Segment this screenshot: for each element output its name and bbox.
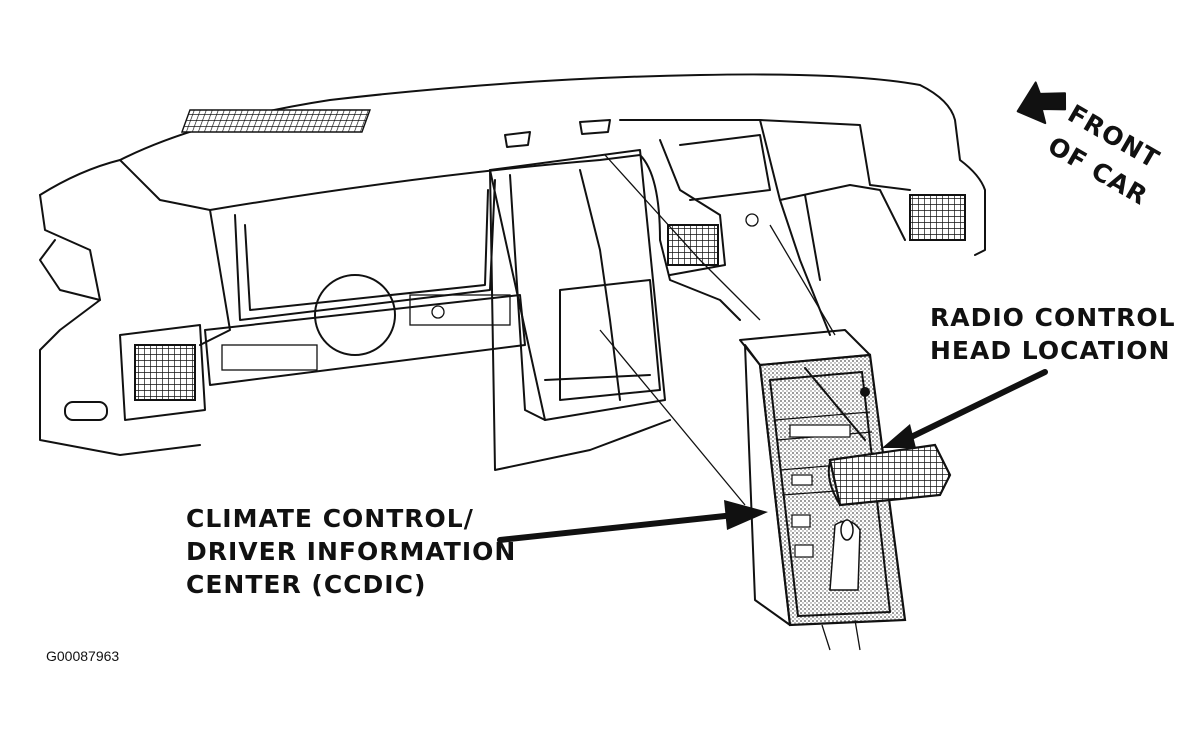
top-clip-right [579, 119, 611, 135]
ccdic-callout-line1: CLIMATE CONTROL/ [186, 504, 474, 533]
radio-callout-line1: RADIO CONTROL [930, 303, 1176, 332]
ccdic-callout-arrow [497, 500, 768, 543]
right-switch-panel [409, 294, 511, 326]
defrost-grille [180, 109, 371, 133]
center-air-vent [667, 224, 719, 266]
radio-callout-line2: HEAD LOCATION [930, 336, 1171, 365]
right-air-vent [909, 194, 966, 241]
radio-callout-arrow [882, 369, 1048, 448]
top-clip-left [504, 131, 531, 148]
climate-radio-unit [739, 329, 952, 651]
steering-column-hub [314, 274, 396, 356]
ccdic-callout-line3: CENTER (CCDIC) [186, 570, 427, 599]
left-air-vent [134, 344, 196, 401]
left-switch-panel [221, 344, 318, 371]
dash-knob [745, 213, 759, 227]
left-switch [64, 401, 108, 421]
figure-id: G00087963 [46, 648, 120, 664]
front-of-car-arrow [1016, 81, 1067, 125]
unit-air-vent [828, 443, 952, 507]
dashboard-body [39, 73, 986, 506]
ccdic-callout-line2: DRIVER INFORMATION [186, 537, 517, 566]
